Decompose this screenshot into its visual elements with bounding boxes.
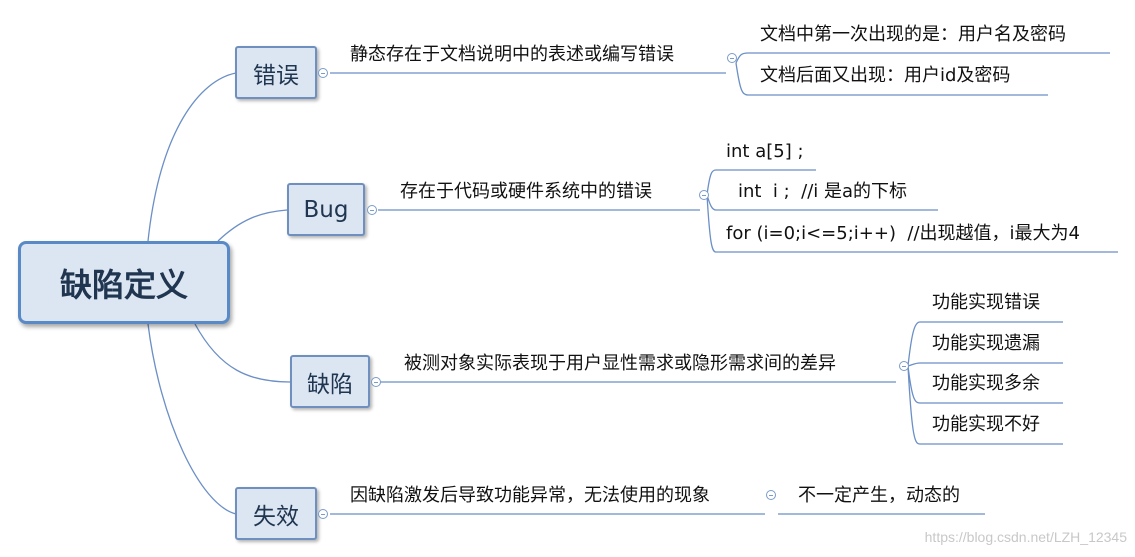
leaf-item-quexian-3: 功能实现多余 [932,373,1040,394]
link-cuowu-item1 [735,52,749,64]
link-root-quexian [194,323,291,383]
watermark-text: https://blog.csdn.net/LZH_12345 [924,529,1127,545]
link-cuowu-item2 [735,62,749,96]
leaf-item-quexian-4: 功能实现不好 [932,414,1040,435]
collapse-toggle-icon[interactable] [766,490,776,500]
collapse-toggle-icon[interactable] [367,205,377,215]
branch-description-cuowu: 静态存在于文档说明中的表述或编写错误 [350,44,674,65]
link-bug-item1 [706,169,717,196]
link-quexian-item2 [907,362,921,367]
collapse-toggle-icon[interactable] [318,509,328,519]
link-root-shixiao [147,323,237,515]
leaf-item-quexian-2: 功能实现遗漏 [932,333,1040,354]
collapse-toggle-icon[interactable] [699,190,709,200]
branch-node-cuowu[interactable]: 错误 [235,46,317,99]
link-root-cuowu [147,72,237,242]
leaf-item-quexian-1: 功能实现错误 [932,292,1040,313]
link-quexian-item1 [907,321,921,367]
leaf-item-shixiao-1: 不一定产生，动态的 [798,485,960,506]
branch-description-bug: 存在于代码或硬件系统中的错误 [400,181,652,202]
collapse-toggle-icon[interactable] [899,361,909,371]
collapse-toggle-icon[interactable] [318,68,328,78]
branch-node-bug[interactable]: Bug [287,183,365,236]
link-bug-item3 [706,194,717,253]
branch-node-shixiao[interactable]: 失效 [235,487,317,540]
leaf-item-bug-2: int i ; //i 是a的下标 [738,181,908,202]
link-quexian-item4 [907,365,921,445]
root-node[interactable]: 缺陷定义 [18,241,230,324]
leaf-item-cuowu-1: 文档中第一次出现的是：用户名及密码 [760,24,1066,45]
link-root-bug [217,209,288,242]
branch-description-quexian: 被测对象实际表现于用户显性需求或隐形需求间的差异 [404,353,836,374]
collapse-toggle-icon[interactable] [371,377,381,387]
collapse-toggle-icon[interactable] [727,53,737,63]
branch-description-shixiao: 因缺陷激发后导致功能异常，无法使用的现象 [350,485,710,506]
leaf-item-cuowu-2: 文档后面又出现：用户id及密码 [760,65,1011,86]
leaf-item-bug-1: int a[5] ; [726,141,804,162]
leaf-item-bug-3: for (i=0;i<=5;i++) //出现越值，i最大为4 [726,223,1080,244]
branch-node-quexian[interactable]: 缺陷 [290,355,370,408]
